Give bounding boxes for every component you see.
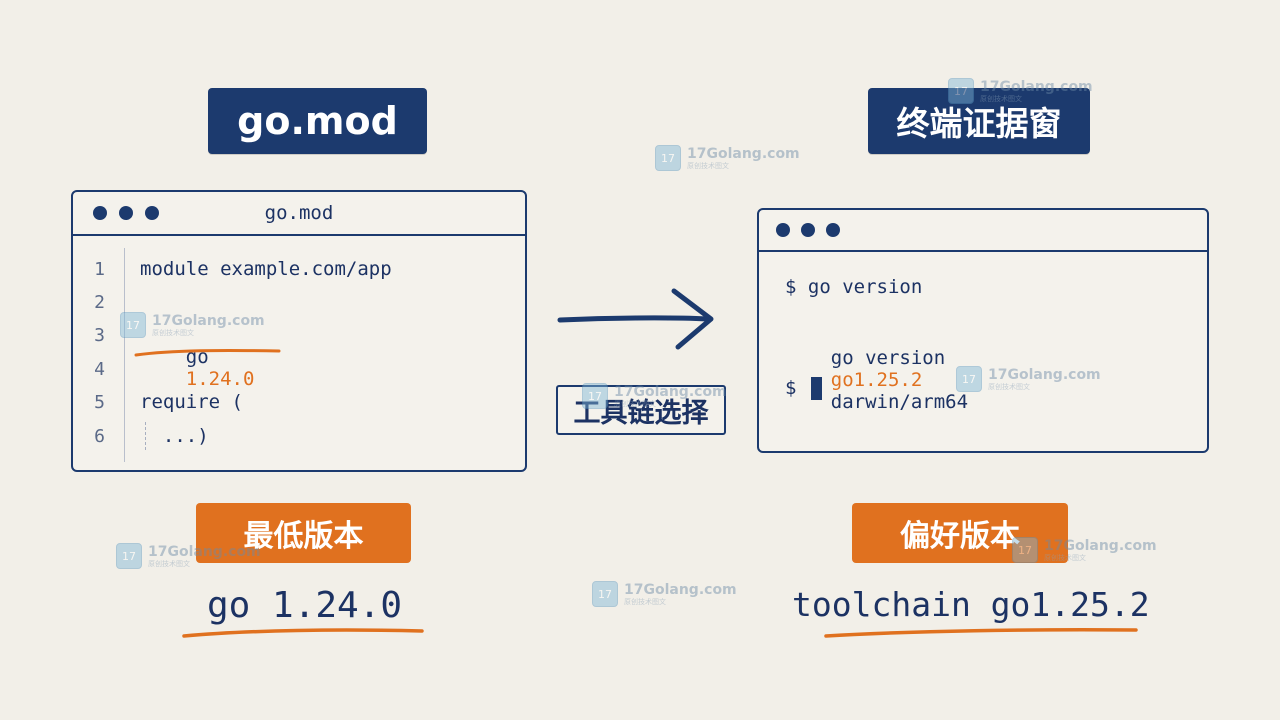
watermark-logo-icon: 17 [120,312,146,338]
min-version-badge: 最低版本 [196,503,411,563]
output-version: go1.25.2 [830,369,923,391]
window-dot-icon [93,206,107,220]
gutter-divider [124,248,125,462]
window-dot-icon [776,223,790,237]
watermark-sub: 原创技术图文 [687,161,729,170]
gomod-window-title: go.mod [264,202,334,224]
gomod-title-badge: go.mod [208,88,427,154]
preferred-version-underline [824,628,1138,638]
indent-guide [145,422,146,450]
line-number: 2 [94,292,105,313]
gomod-editor-window: go.mod 1 2 3 4 5 6 module example.com/ap… [71,190,527,472]
min-version-label: 最低版本 [243,519,364,554]
terminal-output: go version go1.25.2 darwin/arm64 [785,325,968,435]
watermark-text: 17Golang.com [152,312,265,329]
code-line-module: module example.com/app [140,258,392,280]
window-dot-icon [826,223,840,237]
terminal-title-badge: 终端证据窗 [868,88,1090,154]
toolchain-selection-box: 工具链选择 [556,385,726,435]
preferred-version-label: 偏好版本 [900,519,1020,554]
line-number: 3 [94,325,105,346]
watermark-text: 17Golang.com [614,383,727,400]
preferred-version-value: toolchain go1.25.2 [792,585,1150,624]
terminal-window-titlebar [759,210,1207,252]
watermark-text: 17Golang.com [980,78,1093,95]
watermark-logo-icon: 17 [582,383,608,409]
output-suffix: darwin/arm64 [830,391,969,413]
code-line-require: require ( [140,391,243,413]
gomod-title: go.mod [237,99,398,143]
window-dot-icon [801,223,815,237]
watermark-sub: 原创技术图文 [148,559,190,568]
terminal-title: 终端证据窗 [896,104,1062,143]
watermark-logo-icon: 17 [592,581,618,607]
line-number: 5 [94,392,105,413]
terminal-cursor [811,377,822,400]
window-dot-icon [145,206,159,220]
watermark-text: 17Golang.com [624,581,737,598]
watermark-logo-icon: 17 [655,145,681,171]
watermark-logo-icon: 17 [116,543,142,569]
watermark-text: 17Golang.com [148,543,261,560]
watermark-logo-icon: 17 [956,366,982,392]
watermark-sub: 原创技术图文 [624,597,666,606]
watermark-sub: 原创技术图文 [980,94,1022,103]
go-version: 1.24.0 [185,368,255,390]
window-dot-icon [119,206,133,220]
watermark-text: 17Golang.com [988,366,1101,383]
output-prefix: go version [830,347,946,369]
watermark-text: 17Golang.com [687,145,800,162]
preferred-version-badge: 偏好版本 [852,503,1068,563]
terminal-prompt: $ [785,377,797,399]
watermark-text: 17Golang.com [1044,537,1157,554]
toolchain-selection-label: 工具链选择 [573,397,709,429]
min-version-underline [182,628,424,638]
watermark-sub: 原创技术图文 [988,382,1030,391]
terminal-window: $ go version go version go1.25.2 darwin/… [757,208,1209,453]
watermark-sub: 原创技术图文 [152,328,194,337]
watermark-logo-icon: 17 [1012,537,1038,563]
code-line-ellipsis: ...) [140,425,209,447]
line-number: 6 [94,426,105,447]
watermark-sub: 原创技术图文 [614,399,656,408]
line-number: 1 [94,259,105,280]
right-arrow-icon [557,288,714,350]
terminal-command: $ go version [785,276,923,298]
gomod-window-titlebar: go.mod [73,192,525,236]
watermark-logo-icon: 17 [948,78,974,104]
min-version-value: go 1.24.0 [207,585,403,626]
watermark-sub: 原创技术图文 [1044,553,1086,562]
highlight-underline [134,348,281,357]
line-number: 4 [94,359,105,380]
